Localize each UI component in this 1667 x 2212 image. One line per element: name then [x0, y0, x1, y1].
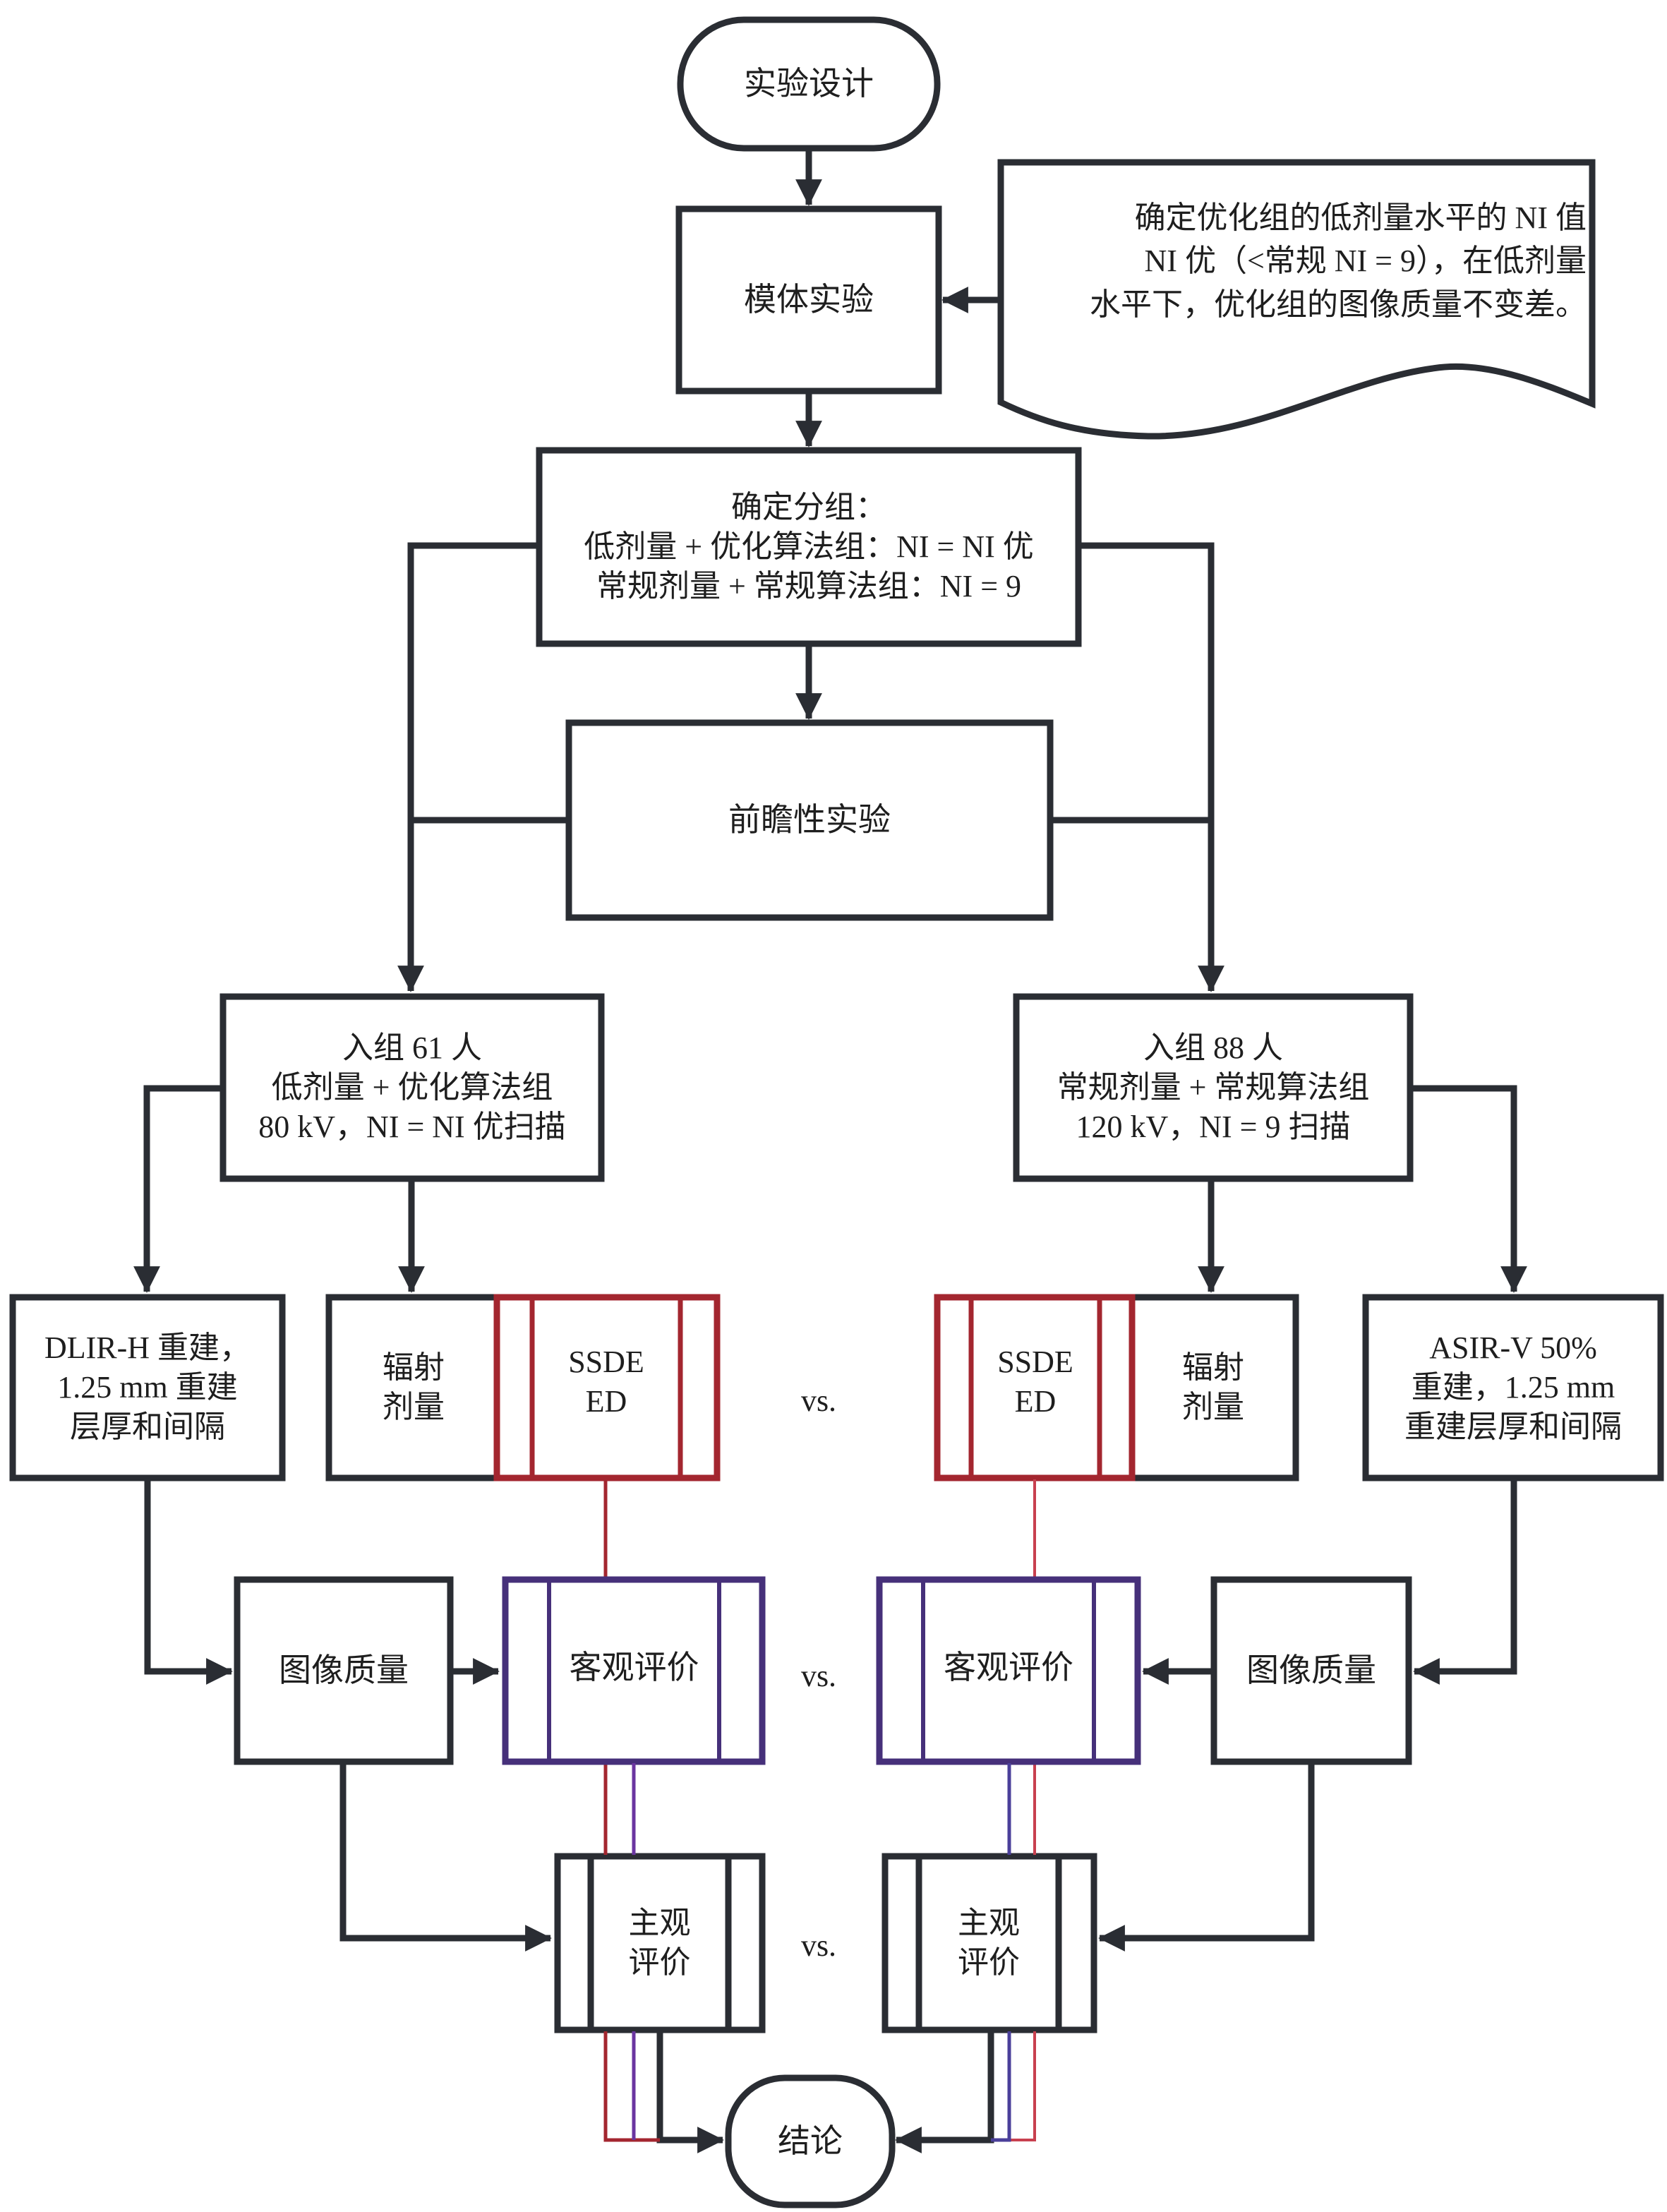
grouping-box	[536, 447, 1082, 647]
right-objective-label: 客观评价	[944, 1649, 1073, 1685]
left-iq-label: 图像质量	[279, 1652, 409, 1688]
note-label: 确定优化组的低剂量水平的 NI 值 NI 优（<常规 NI = 9），在低剂量 …	[1090, 200, 1587, 322]
grouping-label: 确定分组： 低剂量 + 优化算法组：NI = NI 优 常规剂量 + 常规算法组…	[584, 489, 1034, 604]
right-dose-box	[1127, 1294, 1299, 1481]
connector-grouping-left	[397, 542, 539, 992]
prospective-label: 前瞻性实验	[728, 801, 891, 838]
connector-left-subjective-to-conclusion	[656, 2031, 724, 2153]
connector-right-group-to-recon	[1410, 1085, 1527, 1293]
left-subjective-label: 主观 评价	[628, 1905, 691, 1980]
dose-vs-label: vs.	[800, 1383, 837, 1418]
connector-left-group-to-recon	[133, 1085, 223, 1293]
phantom-box	[675, 205, 942, 395]
connector-right-iq-to-subjective	[1098, 1763, 1315, 1952]
left-dose-box	[325, 1294, 502, 1481]
right-objective-track-2	[991, 2031, 1011, 2142]
conclusion-label: 结论	[778, 2122, 843, 2159]
objective-vs-label: vs.	[800, 1658, 837, 1693]
connector-left-recon-to-iq	[144, 1479, 233, 1685]
note-shape	[997, 159, 1596, 440]
right-group-label: 入组 88 人 常规剂量 + 常规算法组 120 kV，NI = 9 扫描	[1057, 1030, 1370, 1145]
left-group-label: 入组 61 人 低剂量 + 优化算法组 80 kV，NI = NI 优扫描	[258, 1030, 566, 1145]
right-ssde-label: SSDE ED	[997, 1344, 1073, 1419]
phantom-label: 模体实验	[744, 281, 874, 318]
right-recon-label: ASIR-V 50% 重建，1.25 mm 重建层厚和间隔	[1404, 1330, 1622, 1445]
left-dose-track-3	[603, 2031, 660, 2142]
conclusion-terminal	[725, 2074, 896, 2208]
left-group-box	[219, 993, 605, 1182]
left-dose-label: 辐射 剂量	[383, 1350, 445, 1424]
right-subjective-label: 主观 评价	[958, 1905, 1020, 1980]
right-iq-box	[1210, 1576, 1412, 1765]
connector-right-subjective-to-conclusion	[895, 2031, 994, 2153]
left-objective-label: 客观评价	[569, 1649, 699, 1685]
right-recon-box	[1362, 1294, 1664, 1481]
connector-left-iq-to-subjective	[339, 1763, 552, 1952]
connector-right-recon-to-iq	[1413, 1479, 1517, 1685]
right-dose-track-3	[1009, 2031, 1036, 2141]
right-iq-label: 图像质量	[1246, 1652, 1376, 1688]
left-ssde-label: SSDE ED	[568, 1344, 644, 1419]
start-terminal	[677, 16, 941, 152]
start-label: 实验设计	[744, 65, 874, 102]
left-recon-label: DLIR-H 重建， 1.25 mm 重建 层厚和间隔	[44, 1330, 251, 1445]
right-group-box	[1013, 993, 1414, 1182]
subjective-vs-label: vs.	[800, 1928, 837, 1963]
left-recon-box	[9, 1294, 286, 1481]
connector-grouping-right	[1078, 542, 1224, 992]
right-dose-label: 辐射 剂量	[1182, 1350, 1244, 1424]
left-iq-box	[234, 1576, 454, 1765]
